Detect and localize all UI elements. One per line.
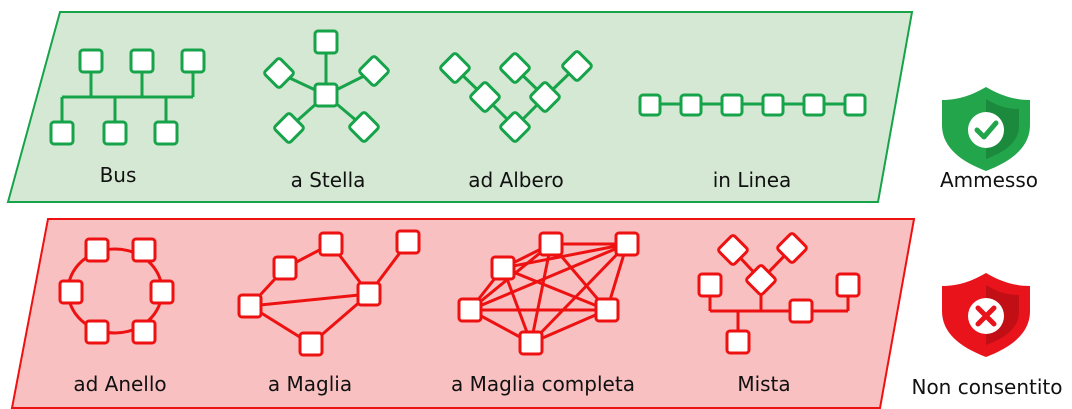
full-mesh-topology-diagram [457,231,640,356]
allowed-status-label: Ammesso [940,168,1038,192]
bus-label: Bus [100,163,137,187]
mesh-label: a Maglia [268,372,352,396]
mixed-topology-diagram [697,232,861,355]
ring-label: ad Anello [73,372,166,396]
line-topology-diagram [638,93,867,117]
star-topology-diagram [263,29,390,144]
ring-topology-diagram [58,237,175,345]
mixed-label: Mista [737,372,790,396]
star-label: a Stella [291,168,366,192]
forbidden-panel: ad Anello a Maglia [10,218,916,409]
full-mesh-label: a Maglia completa [451,372,635,396]
green-shield-check-icon [942,87,1030,171]
red-shield-x-icon [942,273,1030,357]
bus-topology-diagram [49,48,206,146]
tree-label: ad Albero [468,168,564,192]
tree-topology-diagram [439,50,593,143]
allowed-panel-background [6,11,914,203]
allowed-status: Ammesso [940,87,1038,192]
mesh-topology-diagram [237,229,421,357]
forbidden-status: Non consentito [911,273,1063,399]
line-label: in Linea [713,168,792,192]
allowed-panel: Bus a Stella [6,11,914,203]
forbidden-status-label: Non consentito [911,375,1062,399]
